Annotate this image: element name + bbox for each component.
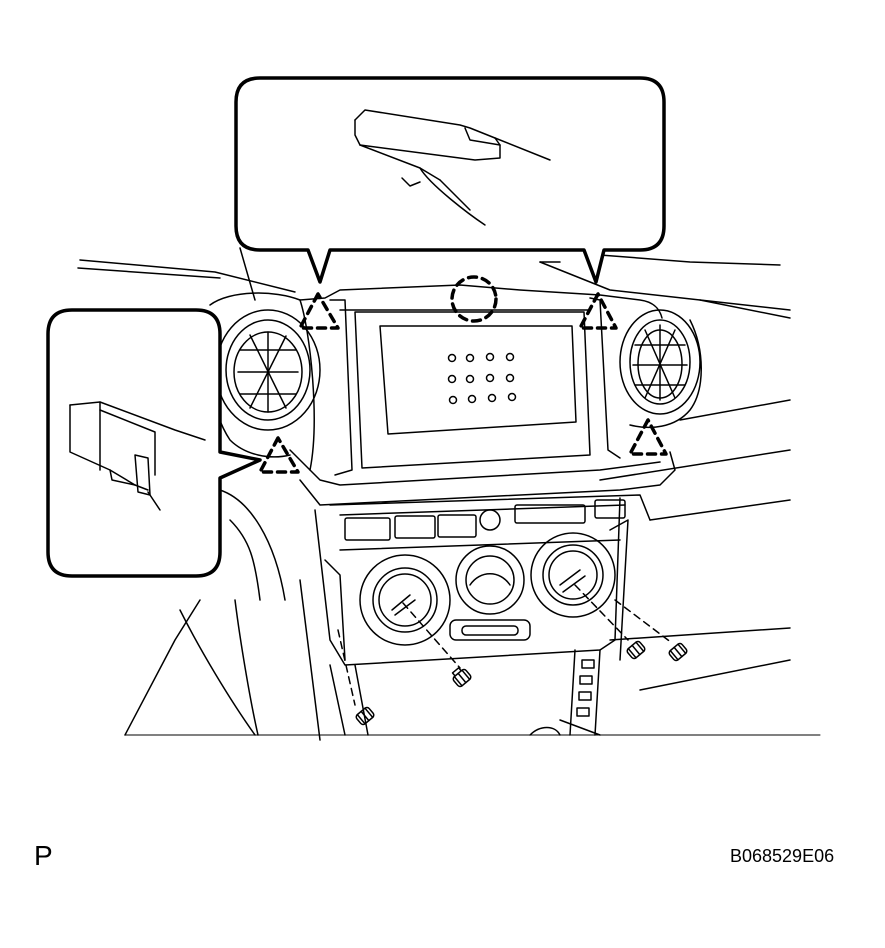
left-knob — [359, 554, 451, 646]
clip-markers — [258, 275, 668, 474]
clip-marker-icon — [628, 418, 668, 456]
center-knob — [455, 545, 525, 615]
lower-console — [329, 649, 601, 736]
left-detail-callout — [46, 308, 262, 578]
screws — [337, 584, 688, 726]
clip-marker-icon — [258, 436, 300, 474]
center-cluster-panel — [209, 284, 676, 506]
view-label: P — [34, 840, 53, 871]
dashboard-outline — [77, 247, 821, 741]
climate-control-panel — [314, 494, 651, 666]
figure-code: B068529E06 — [730, 846, 835, 866]
clip-marker-icon — [578, 292, 618, 330]
right-knob — [530, 532, 616, 618]
right-air-vent — [619, 309, 702, 429]
speaker-grille — [447, 352, 517, 405]
screw-icon — [355, 706, 375, 726]
top-detail-callout — [234, 76, 666, 284]
screw-icon — [668, 642, 688, 662]
display-screen — [379, 325, 577, 435]
claw-detail-icon — [69, 401, 206, 511]
claw-marker-icon — [450, 275, 498, 323]
screw-icon — [626, 640, 646, 660]
clip-marker-icon — [298, 292, 340, 330]
left-air-vent — [209, 309, 321, 458]
screw-icon — [451, 667, 472, 688]
claw-detail-icon — [354, 109, 551, 226]
